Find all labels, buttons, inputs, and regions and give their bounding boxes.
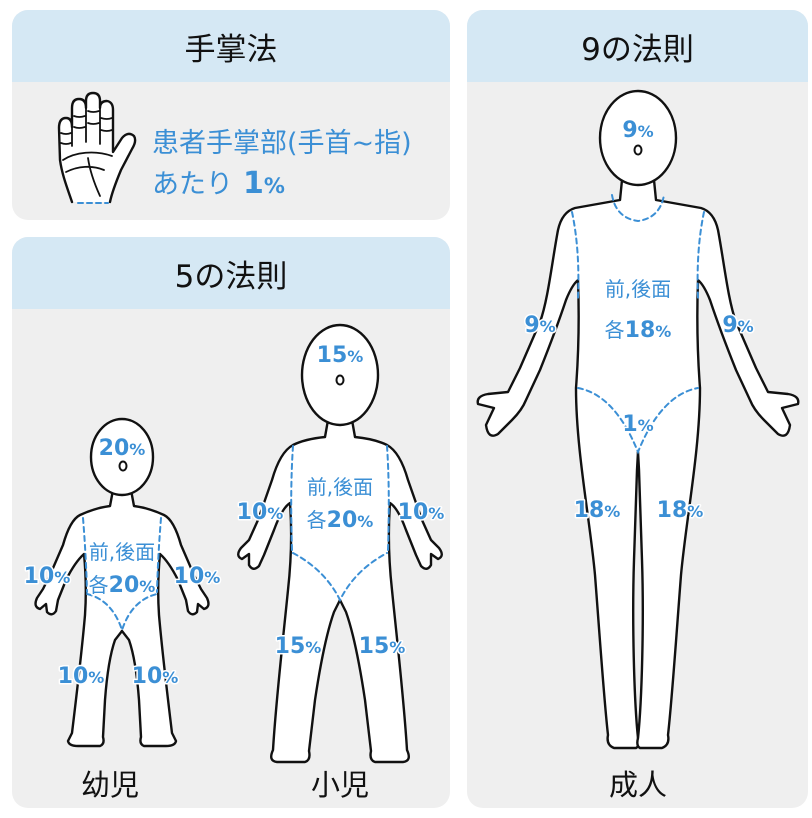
palm-method-line2-prefix: あたり [152,169,233,200]
palm-method-description-line2: あたり 1% [152,168,285,202]
palm-method-description-line1: 患者手掌部(手首~指) [152,128,412,160]
rule-of-nine-title: 9の法則 [581,31,694,68]
palm-method-value: 1 [243,166,264,201]
rule-of-nine-header: 9の法則 [467,10,808,82]
rule-of-five-title: 5の法則 [174,258,288,295]
palm-method-panel: 手掌法 患者手掌部(手首~指) あたり 1% [12,10,450,220]
palm-method-header: 手掌法 [12,10,450,82]
palm-method-unit: % [263,174,285,198]
palm-method-title: 手掌法 [184,31,278,68]
rule-of-five-header: 5の法則 [12,237,450,309]
palm-method-line1-text: 患者手掌部(手首~指) [152,128,412,159]
rule-of-nine-panel: 9の法則 [467,10,808,808]
rule-of-five-panel: 5の法則 [12,237,450,808]
